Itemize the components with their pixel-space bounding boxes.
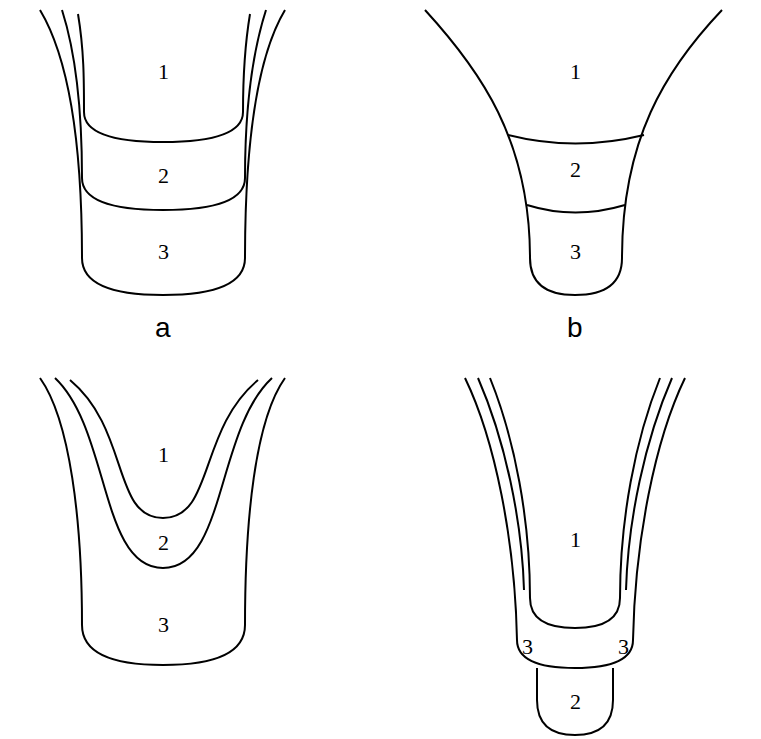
region-number: 3: [570, 241, 581, 263]
panel-letter: b: [567, 314, 583, 342]
region-number: 3: [158, 241, 169, 263]
region-number: 2: [570, 159, 581, 181]
panel-d: [465, 378, 685, 735]
panel-letter: a: [155, 314, 171, 342]
region-number: 1: [158, 444, 169, 466]
panel-b: [425, 10, 722, 295]
region-number: 2: [158, 532, 169, 554]
panel-a: [40, 10, 285, 295]
panel-c: [40, 378, 285, 665]
region-number: 1: [570, 61, 581, 83]
region-number: 2: [570, 691, 581, 713]
region-number: 3: [522, 636, 533, 658]
region-number: 2: [158, 165, 169, 187]
region-number: 3: [618, 636, 629, 658]
region-number: 1: [158, 61, 169, 83]
region-number: 1: [570, 529, 581, 551]
region-number: 3: [158, 614, 169, 636]
